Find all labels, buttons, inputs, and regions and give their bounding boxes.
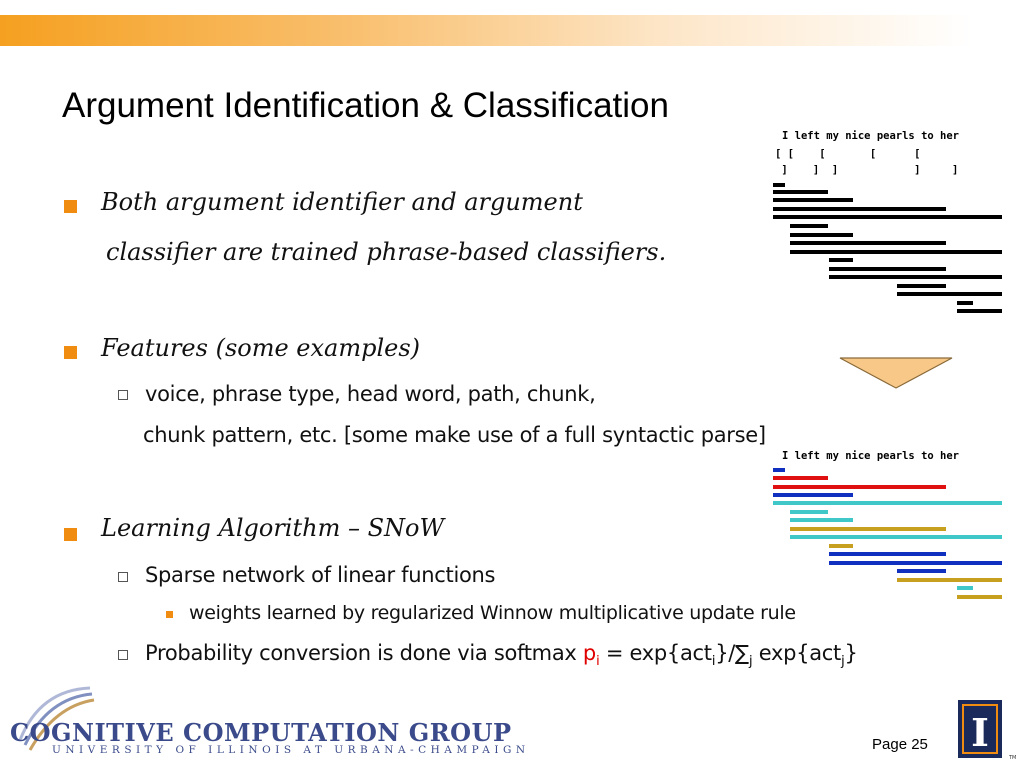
phrase-bar-red xyxy=(773,476,828,480)
phrase-bar-gold xyxy=(897,578,1002,582)
bullet-1-line-1: Both argument identifier and argument xyxy=(101,188,583,216)
bullet-1-line-2: classifier are trained phrase-based clas… xyxy=(106,238,667,266)
bullet-2-sub-line-1: voice, phrase type, head word, path, chu… xyxy=(145,382,596,406)
phrase-bar-cyan xyxy=(790,535,1002,539)
softmax-text: Probability conversion is done via softm… xyxy=(145,641,583,665)
ccg-logo-name: COGNITIVE COMPUTATION GROUP xyxy=(10,718,512,747)
phrase-bar xyxy=(829,275,1002,279)
phrase-bar xyxy=(773,190,828,194)
softmax-end: } xyxy=(844,641,858,665)
softmax-act-i-subscript: i xyxy=(711,653,716,670)
phrase-bar-cyan xyxy=(790,518,853,522)
bullet-marker xyxy=(64,200,77,213)
sub-sub-bullet-marker xyxy=(166,611,173,618)
slide-title: Argument Identification & Classification xyxy=(62,86,669,125)
phrase-bar-cyan xyxy=(957,586,973,590)
sentence-top: I left my nice pearls to her xyxy=(782,130,960,142)
softmax-p-subscript: i xyxy=(595,653,600,670)
svg-text:I: I xyxy=(971,710,989,755)
illinois-seal-icon: I TM xyxy=(958,700,1016,761)
softmax-sum-subscript: j xyxy=(748,653,753,670)
page-number: Page 25 xyxy=(872,736,928,753)
bullet-2-sub-line-2: chunk pattern, etc. [some make use of a … xyxy=(143,423,766,447)
phrase-bar-blue xyxy=(829,552,946,556)
brackets-close: ] ] ] ] ] xyxy=(775,164,959,176)
phrase-bar xyxy=(829,267,946,271)
phrase-bar xyxy=(957,301,973,305)
phrase-bar xyxy=(773,183,785,187)
phrase-bar xyxy=(790,233,853,237)
phrase-bar xyxy=(790,224,828,228)
phrase-bar xyxy=(897,284,946,288)
sub-bullet-marker xyxy=(118,572,128,582)
sentence-bottom: I left my nice pearls to her xyxy=(782,450,960,462)
sub-bullet-marker xyxy=(118,390,128,400)
bullet-marker xyxy=(64,528,77,541)
softmax-eq: = exp{act xyxy=(599,641,712,665)
bullet-2: Features (some examples) xyxy=(101,334,421,362)
phrase-bar-blue xyxy=(773,493,853,497)
softmax-sum: }/∑ xyxy=(715,641,749,665)
svg-text:TM: TM xyxy=(1008,755,1016,761)
phrase-bar xyxy=(790,250,1002,254)
phrase-bar xyxy=(829,258,853,262)
softmax-act-j-subscript: j xyxy=(840,653,845,670)
softmax-p-letter: p xyxy=(582,641,596,665)
brackets-open: [ [ [ [ [ xyxy=(775,148,921,160)
phrase-bar xyxy=(773,198,853,202)
phrase-bar-gold xyxy=(790,527,946,531)
phrase-bar xyxy=(773,215,1002,219)
bullet-3-sub-2: Probability conversion is done via softm… xyxy=(145,641,858,669)
phrase-bar-cyan xyxy=(773,501,1002,505)
phrase-bar-blue xyxy=(773,468,785,472)
phrase-bar-cyan xyxy=(790,510,828,514)
bullet-marker xyxy=(64,346,77,359)
phrase-bar xyxy=(957,309,1002,313)
bullet-3-sub-1-sub: weights learned by regularized Winnow mu… xyxy=(189,602,796,624)
ccg-logo-swoosh xyxy=(18,686,95,751)
phrase-bar-red xyxy=(773,485,946,489)
phrase-bar xyxy=(773,207,946,211)
softmax-exp: exp{act xyxy=(752,641,842,665)
phrase-bar-blue xyxy=(829,561,1002,565)
phrase-bar xyxy=(790,241,946,245)
down-arrow-icon xyxy=(839,357,953,389)
sub-bullet-marker xyxy=(118,650,128,660)
softmax-p: pi xyxy=(582,641,600,669)
header-gradient-bar xyxy=(0,15,1024,46)
phrase-bar xyxy=(897,292,1002,296)
bullet-3-sub-1: Sparse network of linear functions xyxy=(145,563,496,587)
ccg-logo-university: UNIVERSITY OF ILLINOIS AT URBANA-CHAMPAI… xyxy=(52,744,530,756)
bullet-3: Learning Algorithm – SNoW xyxy=(101,514,445,542)
phrase-bar-blue xyxy=(897,569,946,573)
phrase-bar-gold xyxy=(957,595,1002,599)
phrase-bar-gold xyxy=(829,544,853,548)
